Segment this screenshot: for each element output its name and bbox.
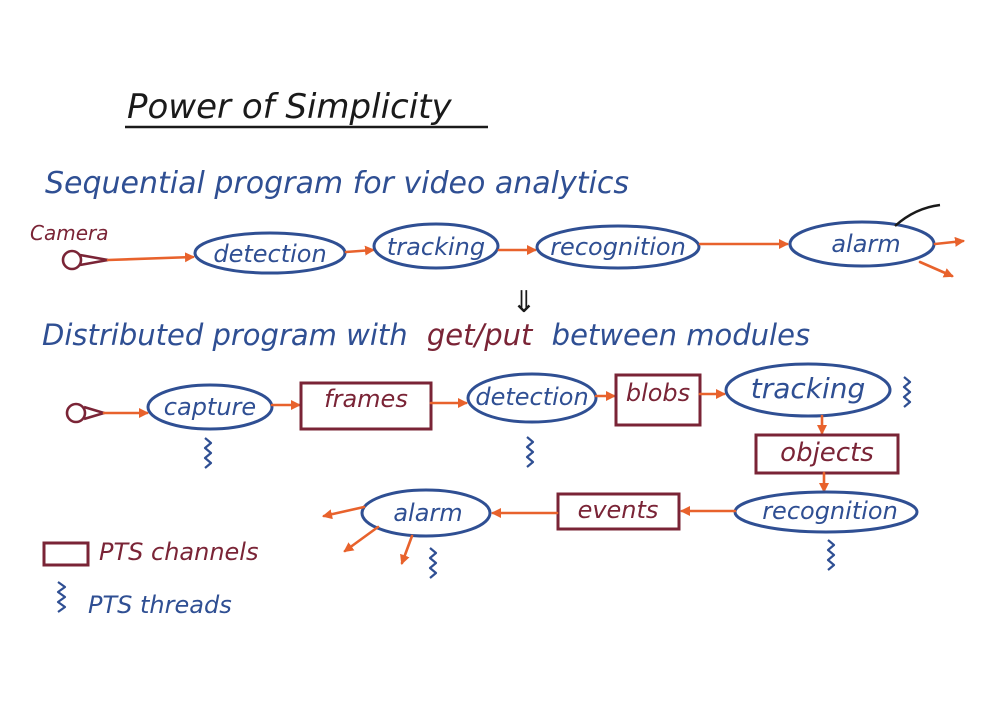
thread-icon-tracking — [902, 376, 912, 408]
legend-channels-label: PTS channels — [99, 538, 258, 566]
dist-channel-objects — [754, 433, 900, 475]
thread-icon-capture — [203, 437, 213, 469]
down-arrow-icon: ⇓ — [511, 285, 536, 320]
seq-alarm-out-arrow-2 — [918, 260, 954, 278]
dist-node-capture-label: capture — [164, 393, 256, 421]
distributed-heading: Distributed program with get/put between… — [42, 318, 810, 352]
dist-channel-events — [556, 492, 681, 531]
dist-node-capture — [146, 383, 274, 431]
distributed-heading-part2: between modules — [552, 318, 810, 352]
seq-node-alarm-label: alarm — [831, 230, 900, 258]
seq-arrow-camera-detection — [106, 252, 195, 263]
dist-alarm-out-arrow-1 — [322, 505, 366, 520]
dist-node-detection — [466, 372, 598, 424]
dist-channel-frames-label: frames — [324, 385, 408, 413]
dist-node-alarm-label: alarm — [393, 499, 462, 527]
legend-threads-label: PTS threads — [88, 591, 232, 619]
dist-channel-frames — [299, 381, 433, 431]
seq-node-recognition — [535, 224, 701, 270]
seq-arrow-detection-tracking — [344, 245, 375, 256]
seq-node-recognition-label: recognition — [550, 233, 686, 261]
dist-channel-blobs-label: blobs — [626, 379, 690, 407]
seq-node-detection — [193, 231, 347, 275]
dist-node-detection-label: detection — [475, 383, 588, 411]
thread-icon-alarm — [428, 547, 438, 579]
seq-node-tracking — [372, 222, 500, 270]
legend-thread-icon — [56, 581, 67, 613]
page-title: Power of Simplicity — [127, 87, 452, 127]
distributed-heading-highlight: get/put — [427, 318, 534, 352]
dist-channel-blobs — [614, 373, 702, 427]
seq-node-tracking-label: tracking — [387, 233, 485, 261]
dist-alarm-out-arrow-3 — [400, 534, 414, 565]
alarm-bell-mark — [894, 203, 941, 227]
dist-node-tracking — [724, 362, 892, 418]
dist-alarm-out-arrow-2 — [343, 525, 380, 553]
dist-node-tracking-label: tracking — [751, 372, 866, 405]
dist-camera-icon — [65, 402, 109, 424]
thread-icon-recognition — [826, 539, 836, 571]
sequential-heading: Sequential program for video analytics — [45, 166, 629, 201]
camera-icon — [61, 249, 109, 271]
dist-channel-events-label: events — [578, 496, 659, 524]
legend-channel-icon — [42, 541, 90, 567]
dist-channel-objects-label: objects — [780, 438, 874, 468]
dist-node-recognition-label: recognition — [762, 497, 898, 525]
seq-node-detection-label: detection — [213, 240, 326, 268]
camera-label: Camera — [30, 221, 109, 245]
seq-alarm-out-arrow-1 — [933, 236, 965, 247]
distributed-heading-part1: Distributed program with — [42, 318, 408, 352]
thread-icon-detection — [525, 436, 535, 468]
dist-node-alarm — [360, 488, 492, 538]
